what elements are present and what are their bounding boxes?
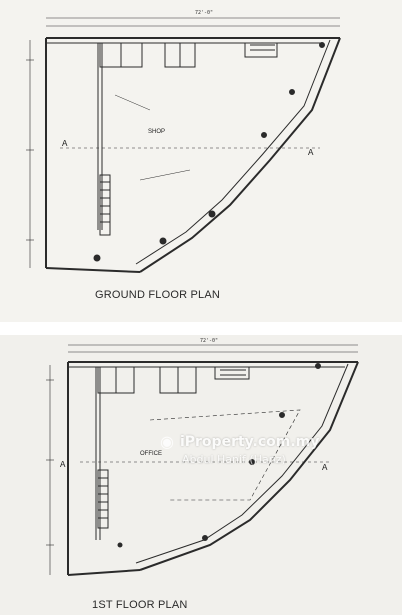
watermark-brand: iProperty.com.my bbox=[179, 433, 320, 450]
ground-floor-title: GROUND FLOOR PLAN bbox=[95, 289, 221, 301]
sheet-divider bbox=[0, 322, 402, 335]
first-top-dimension: 72'-0" bbox=[200, 338, 218, 344]
ground-floor-outline bbox=[26, 17, 341, 273]
section-marker-right-first: A bbox=[322, 463, 328, 473]
first-floor-outline bbox=[46, 344, 359, 576]
location-pin-icon: ◉ bbox=[160, 432, 174, 451]
first-floor-title: 1ST FLOOR PLAN bbox=[92, 599, 188, 611]
first-room-label: OFFICE bbox=[140, 451, 162, 457]
section-marker-left-ground: A bbox=[62, 139, 68, 149]
section-marker-right-ground: A bbox=[308, 148, 314, 158]
watermark: ◉ iProperty.com.my Abdul Hanif (Hanz) bbox=[160, 432, 370, 466]
ground-top-dimension: 72'-0" bbox=[195, 10, 213, 16]
watermark-agent: Abdul Hanif (Hanz) bbox=[182, 453, 286, 466]
ground-room-label: SHOP bbox=[148, 129, 165, 135]
section-marker-left-first: A bbox=[60, 460, 66, 470]
